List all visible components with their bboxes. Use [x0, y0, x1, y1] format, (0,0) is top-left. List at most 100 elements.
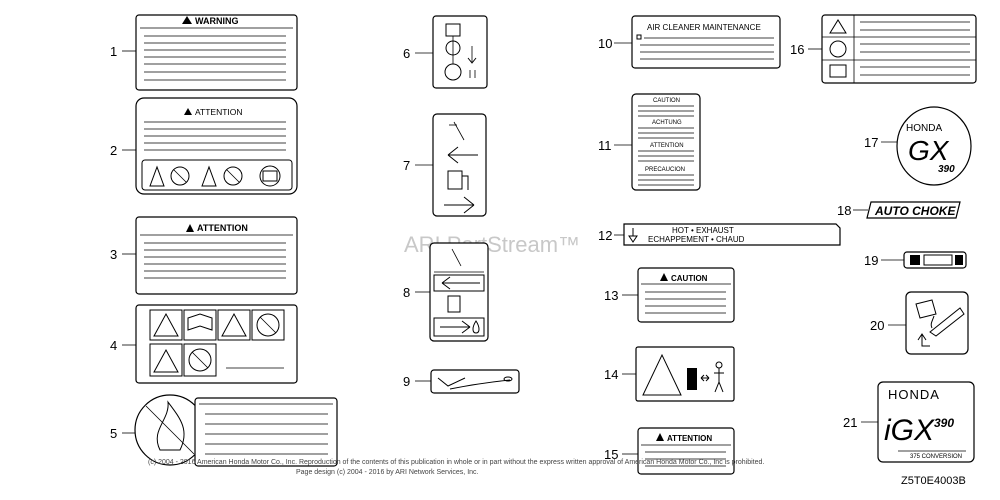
callout-2[interactable]: 2: [110, 143, 117, 158]
callout-20[interactable]: 20: [870, 318, 884, 333]
honda-text-17: HONDA: [906, 123, 942, 134]
part-15-attention-label[interactable]: 15 ATTENTION: [604, 427, 735, 475]
callout-3[interactable]: 3: [110, 247, 117, 262]
callout-13[interactable]: 13: [604, 288, 618, 303]
precaucion-heading: PRECAUCION: [645, 167, 685, 173]
callout-14[interactable]: 14: [604, 367, 618, 382]
callout-6[interactable]: 6: [403, 46, 410, 61]
callout-10[interactable]: 10: [598, 36, 612, 51]
part-6-choke-label[interactable]: 6: [403, 15, 488, 89]
no-flame-icon: [188, 348, 212, 372]
drop-icon: [472, 320, 480, 334]
part-11-multilingual-caution-label[interactable]: 11 CAUTION ACHTUNG ATTENTION PRECAUCION: [598, 93, 701, 191]
prohibited-icon: [223, 166, 243, 186]
model-390-text-21: 390: [934, 416, 954, 430]
part-7-fuel-lever-label[interactable]: 7: [403, 113, 487, 217]
warning-triangle-icon: [182, 16, 192, 24]
part-4-safety-pictogram-label[interactable]: 4: [110, 304, 298, 384]
callout-8[interactable]: 8: [403, 285, 410, 300]
lever-icon: [451, 248, 462, 267]
callout-1[interactable]: 1: [110, 44, 117, 59]
callout-12[interactable]: 12: [598, 228, 612, 243]
manual-book-icon: [829, 64, 847, 78]
fuel-pump-icon: [447, 295, 461, 313]
part-1-warning-label[interactable]: 1 WARNING: [110, 14, 298, 91]
part-17-gx390-emblem[interactable]: 17 HONDA GX 390: [864, 106, 972, 186]
manual-book-icon: [259, 165, 281, 187]
part-14-clearance-label[interactable]: 14: [604, 346, 735, 402]
part-13-caution-label[interactable]: 13 CAUTION: [604, 267, 735, 323]
attention-heading-15: ATTENTION: [667, 434, 712, 443]
diagram-code: Z5T0E4003B: [901, 475, 966, 487]
callout-5[interactable]: 5: [110, 426, 117, 441]
part-12-hot-exhaust-label[interactable]: 12 HOT • EXHAUST ECHAPPEMENT • CHAUD: [598, 223, 841, 246]
right-tab-icon: [955, 255, 963, 265]
hot-exhaust-text: HOT • EXHAUST: [672, 226, 734, 235]
fume-hazard-icon: [153, 348, 179, 373]
part-8-fuel-lever-label[interactable]: 8: [403, 242, 489, 342]
achtung-heading: ACHTUNG: [652, 120, 682, 126]
callout-7[interactable]: 7: [403, 158, 410, 173]
warning-triangle-icon: [656, 433, 664, 441]
part-21-igx390-emblem[interactable]: 21 HONDA iGX 390 375 CONVERSION: [843, 381, 975, 463]
callout-17[interactable]: 17: [864, 135, 878, 150]
model-390-text-17: 390: [938, 164, 955, 175]
hazard-icon: [829, 40, 847, 58]
caution-heading-13: CAUTION: [671, 274, 708, 283]
fire-hazard-icon: [642, 353, 682, 396]
part-3-attention-label[interactable]: 3 ATTENTION: [110, 216, 298, 295]
warning-triangle-icon: [186, 224, 194, 232]
honda-text-21: HONDA: [888, 387, 940, 402]
part-19-small-label[interactable]: 19: [864, 251, 967, 269]
callout-21[interactable]: 21: [843, 415, 857, 430]
arrow-down-icon: [628, 228, 638, 243]
engine-block-icon: [687, 368, 697, 390]
warning-triangle-icon: [660, 273, 668, 281]
turtle-icon: [437, 377, 466, 387]
arrow-left-icon: [441, 276, 480, 290]
warning-icon: [153, 312, 179, 337]
manual-book-icon: [187, 313, 213, 331]
warning-heading: WARNING: [195, 16, 239, 26]
auto-choke-text: AUTO CHOKE: [874, 204, 956, 218]
callout-15[interactable]: 15: [604, 447, 618, 462]
dipstick-icon: [929, 307, 965, 337]
part-16-pictogram-label[interactable]: 16: [790, 14, 977, 84]
rabbit-icon: [503, 376, 513, 382]
callout-16[interactable]: 16: [790, 42, 804, 57]
arrow-right-icon: [440, 320, 471, 334]
part-5-no-fire-label[interactable]: 5: [110, 394, 338, 467]
part-2-attention-label[interactable]: 2 ATTENTION: [110, 97, 298, 195]
part-10-air-cleaner-label[interactable]: 10 AIR CLEANER MAINTENANCE: [598, 15, 781, 69]
igx-text-21: iGX: [884, 414, 935, 447]
warning-icon: [149, 165, 165, 187]
distance-arrow-icon: [700, 374, 710, 382]
warning-icon: [829, 19, 847, 34]
arrow-up-icon: [917, 333, 930, 347]
callout-9[interactable]: 9: [403, 374, 410, 389]
arrow-right-icon: [444, 196, 475, 214]
callout-11[interactable]: 11: [598, 138, 612, 153]
copyright-line-2: Page design (c) 2004 - 2016 by ARI Netwo…: [296, 469, 479, 476]
arrow-left-icon: [447, 146, 478, 164]
attention-heading-11: ATTENTION: [650, 143, 684, 149]
part-18-auto-choke-label[interactable]: 18 AUTO CHOKE: [837, 201, 961, 219]
warning-triangle-icon: [184, 108, 192, 115]
copyright-line-1: (c) 2004 - 2016 American Honda Motor Co.…: [148, 459, 764, 466]
callout-4[interactable]: 4: [110, 338, 117, 353]
fuel-pump-icon: [447, 170, 463, 190]
attention-heading-3: ATTENTION: [197, 223, 248, 233]
air-cleaner-heading: AIR CLEANER MAINTENANCE: [647, 23, 761, 32]
echappement-text: ECHAPPEMENT • CHAUD: [648, 235, 745, 244]
warning-icon: [201, 165, 217, 187]
conversion-text: 375 CONVERSION: [910, 454, 962, 460]
caution-heading-11: CAUTION: [653, 98, 680, 104]
part-20-oil-fill-label[interactable]: 20: [870, 291, 969, 355]
gx-text-17: GX: [908, 135, 950, 166]
callout-19[interactable]: 19: [864, 253, 878, 268]
part-9-throttle-label[interactable]: 9: [403, 369, 520, 394]
callout-18[interactable]: 18: [837, 203, 851, 218]
attention-heading-2: ATTENTION: [195, 107, 243, 117]
oil-can-icon: [915, 299, 937, 319]
